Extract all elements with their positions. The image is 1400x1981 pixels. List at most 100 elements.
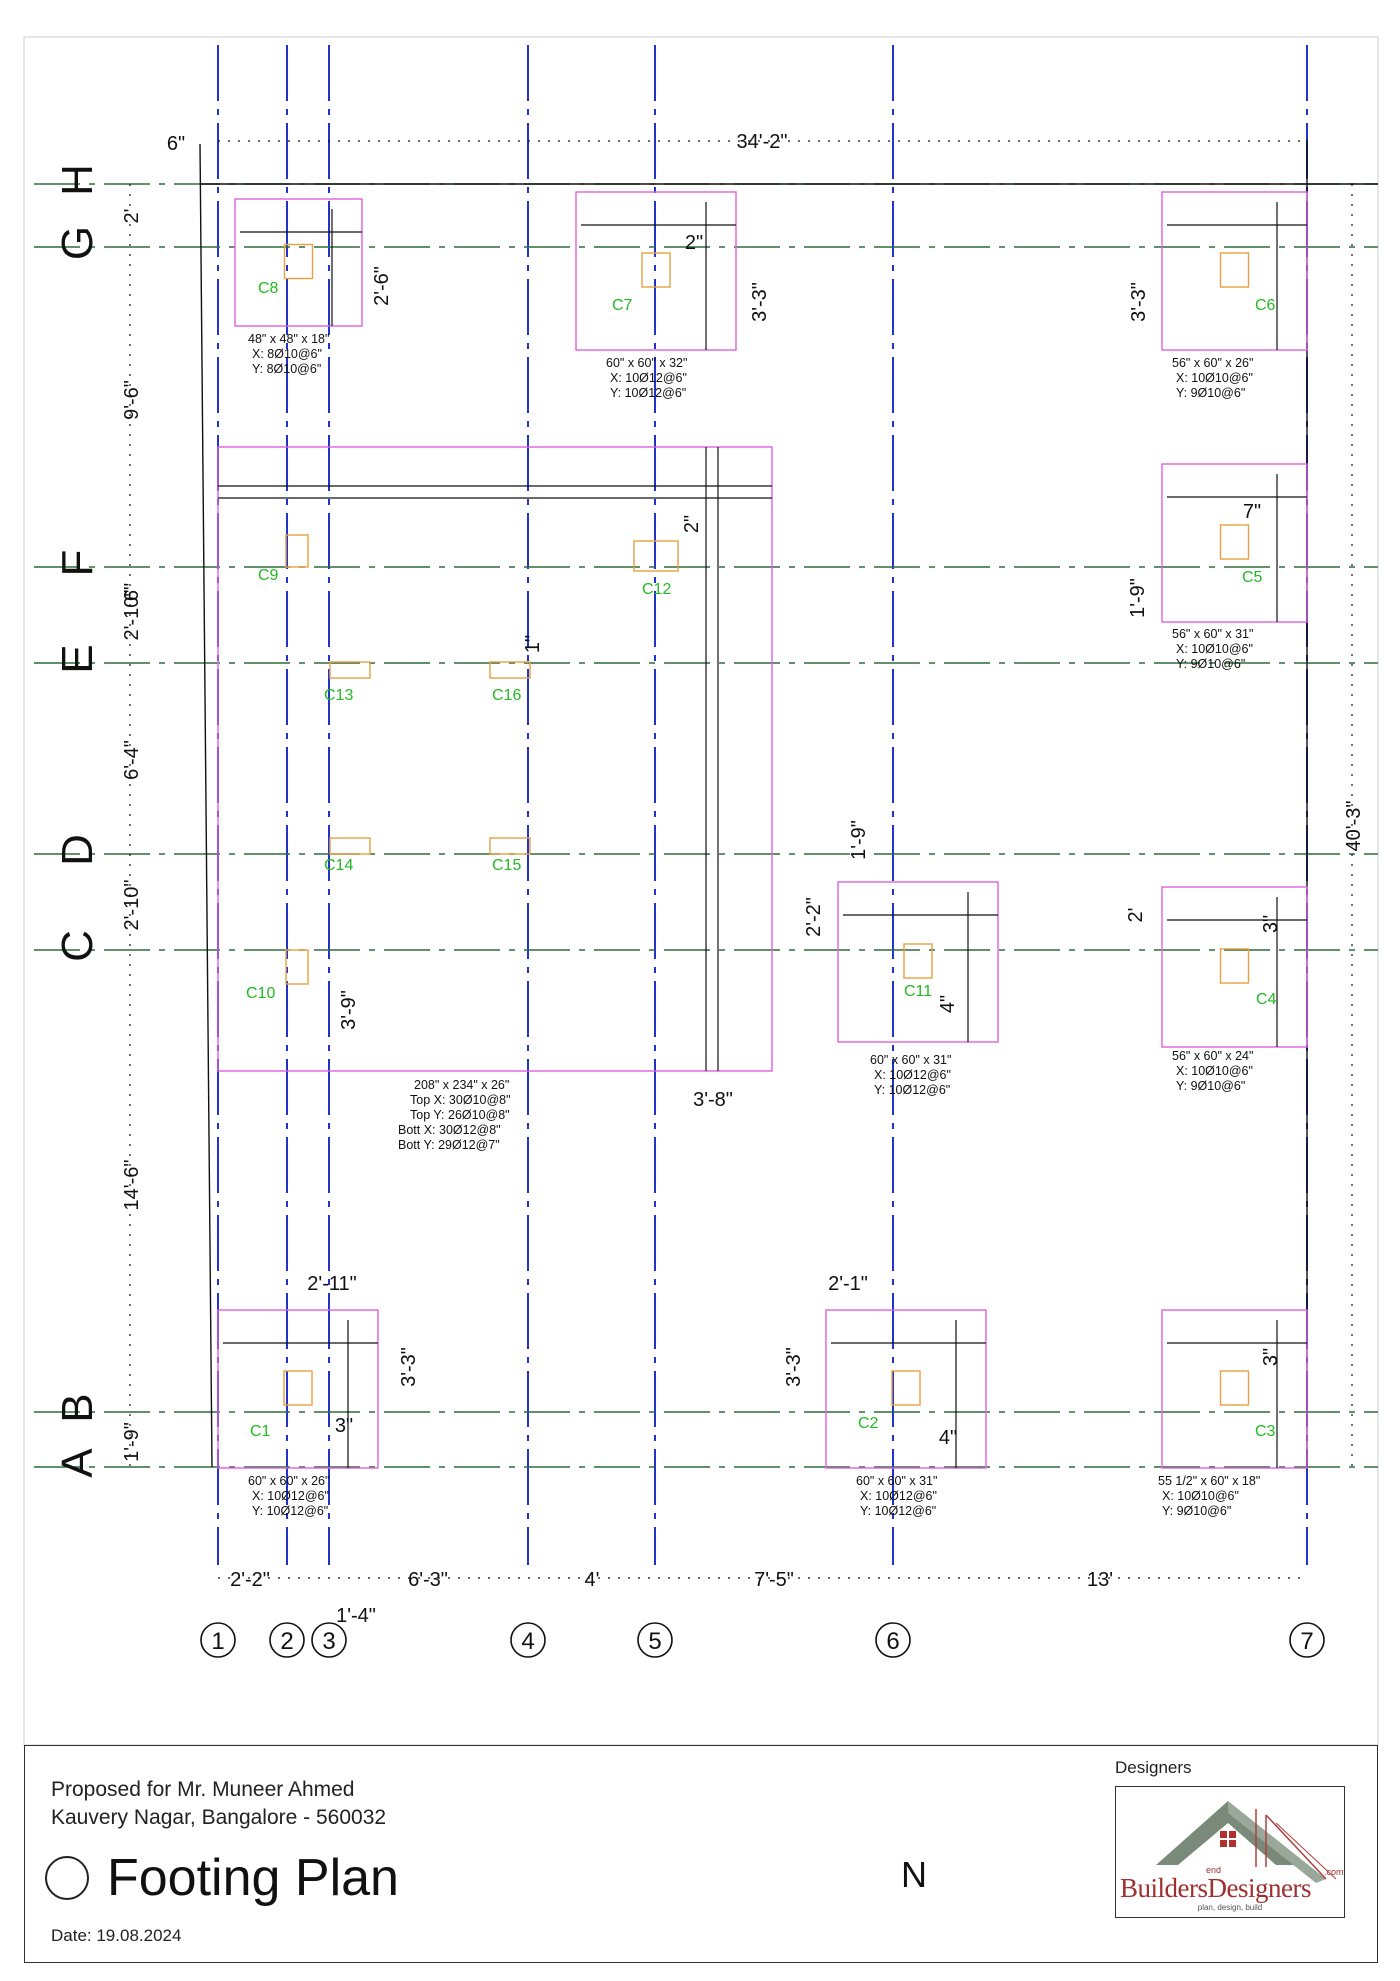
footing-outline xyxy=(234,198,363,327)
grid-label-1: 1 xyxy=(211,1628,224,1655)
column-label-C1: C1 xyxy=(250,1423,271,1440)
column-outline xyxy=(641,252,671,288)
footing-spec-line: Y: 9Ø10@6" xyxy=(1176,1079,1245,1093)
dim-local: 2" xyxy=(685,232,703,254)
footing-spec-line: 60" x 60" x 31" xyxy=(856,1474,937,1488)
logo-end-text: end xyxy=(1206,1865,1222,1875)
dim-local: 1" xyxy=(522,635,544,653)
raft-spec-line: 208" x 234" x 26" xyxy=(414,1078,509,1092)
dim-local: 3'-3" xyxy=(749,282,771,322)
dim-left-chain: 2'-10" xyxy=(121,590,143,641)
dim-local: 3'-9" xyxy=(338,990,360,1030)
footing-spec-line: 60" x 60" x 32" xyxy=(606,356,687,370)
footing-spec-line: X: 10Ø12@6" xyxy=(610,371,687,385)
column-outline xyxy=(1219,524,1250,560)
grid-label-F: F xyxy=(53,550,102,577)
dim-left-chain: 9'-6" xyxy=(121,380,143,420)
footing-spec-line: Y: 9Ø10@6" xyxy=(1176,386,1245,400)
footing-spec-line: Y: 10Ø12@6" xyxy=(610,386,686,400)
dim-bottom-chain: 6'-3" xyxy=(408,1569,448,1591)
footing-spec-line: 55 1/2" x 60" x 18" xyxy=(1158,1474,1260,1488)
grid-bubble-6 xyxy=(875,1622,911,1658)
dim-bottom-chain: 7'-5" xyxy=(754,1569,794,1591)
dim-left-chain: 6'-4" xyxy=(121,740,143,780)
column-outline-C13 xyxy=(329,661,371,679)
footing-spec-line: Y: 8Ø10@6" xyxy=(252,362,321,376)
dim-bottom-chain: 13' xyxy=(1087,1569,1113,1591)
column-outline-C10 xyxy=(285,949,309,985)
grid-bubble-2 xyxy=(269,1622,305,1658)
footing-spec-line: Y: 9Ø10@6" xyxy=(1162,1504,1231,1518)
project-info: Proposed for Mr. Muneer Ahmed Kauvery Na… xyxy=(51,1776,386,1832)
column-label-C10: C10 xyxy=(246,985,275,1002)
dim-left-chain: 1'-9" xyxy=(121,1422,143,1462)
grid-label-A: A xyxy=(53,1448,102,1478)
logo-tagline: plan, design, build xyxy=(1197,1903,1263,1912)
dim-local: 4" xyxy=(939,1427,957,1449)
dim-local: 2'-1" xyxy=(828,1273,868,1295)
footing-spec-line: X: 10Ø10@6" xyxy=(1162,1489,1239,1503)
footing-spec-line: 56" x 60" x 31" xyxy=(1172,627,1253,641)
logo-com: .com xyxy=(1324,1867,1344,1877)
footing-outline xyxy=(1161,191,1308,351)
dim-local: 3'-3" xyxy=(398,1347,420,1387)
dim-local: 3'-3" xyxy=(1128,282,1150,322)
dim-local: 4" xyxy=(937,995,959,1013)
address-line: Kauvery Nagar, Bangalore - 560032 xyxy=(51,1806,387,1829)
grid-label-C: C xyxy=(53,930,102,962)
dim-bottom-chain: 4' xyxy=(585,1569,600,1591)
footing-spec-line: X: 10Ø12@6" xyxy=(252,1489,329,1503)
column-outline-C14 xyxy=(329,837,371,855)
column-label-C12: C12 xyxy=(642,581,671,598)
title-block: Proposed for Mr. Muneer Ahmed Kauvery Na… xyxy=(24,1745,1378,1963)
logo-builders: Builders xyxy=(1120,1873,1208,1903)
company-logo: end BuildersDesigners .com plan, design,… xyxy=(1115,1786,1345,1918)
dim-local: 3" xyxy=(335,1415,353,1437)
dim-bottom-chain: 2'-2" xyxy=(230,1569,270,1591)
column-outline-C12 xyxy=(633,540,679,572)
footing-spec-line: X: 10Ø12@6" xyxy=(860,1489,937,1503)
column-outline xyxy=(1219,948,1250,984)
column-label-C7: C7 xyxy=(612,297,633,314)
dim-local: 1'-9" xyxy=(848,820,870,860)
grid-label-4: 4 xyxy=(521,1628,534,1655)
dim-local: 2'-6" xyxy=(371,266,393,306)
grid-bubble-1 xyxy=(200,1622,236,1658)
footing-outline xyxy=(1161,463,1308,623)
column-label-C9: C9 xyxy=(258,567,279,584)
dim-local: 2' xyxy=(1125,908,1147,923)
footing-outline xyxy=(837,881,999,1043)
grid-label-3: 3 xyxy=(322,1628,335,1655)
grid-bubble-7 xyxy=(1289,1622,1325,1658)
footing-outline xyxy=(575,191,737,351)
dim-overall-top: 34'-2" xyxy=(737,131,788,153)
dim-local: 2'-11" xyxy=(307,1273,356,1295)
column-outline xyxy=(1219,252,1250,288)
dim-left-chain: 2' xyxy=(121,209,143,224)
column-outline-C15 xyxy=(489,837,531,855)
footing-spec-line: Y: 9Ø10@6" xyxy=(1176,657,1245,671)
footing-outline xyxy=(1161,886,1308,1048)
column-label-C11: C11 xyxy=(904,983,932,1000)
date: Date: 19.08.2024 xyxy=(51,1926,182,1945)
footing-spec-line: X: 8Ø10@6" xyxy=(252,347,322,361)
raft-spec-line: Bott Y: 29Ø12@7" xyxy=(398,1138,500,1152)
grid-label-2: 2 xyxy=(280,1628,293,1655)
logo-wordmark: BuildersDesigners xyxy=(1120,1873,1311,1904)
plan-title: Footing Plan xyxy=(107,1849,399,1907)
footing-spec-line: Y: 10Ø12@6" xyxy=(252,1504,328,1518)
footing-spec-line: X: 10Ø10@6" xyxy=(1176,371,1253,385)
column-outline xyxy=(1219,1370,1250,1406)
dim-left-chain: 6" xyxy=(121,583,143,601)
column-label-C6: C6 xyxy=(1255,297,1276,314)
dim-left-chain: 14'-6" xyxy=(121,1160,143,1211)
client-line: Proposed for Mr. Muneer Ahmed xyxy=(51,1778,355,1801)
